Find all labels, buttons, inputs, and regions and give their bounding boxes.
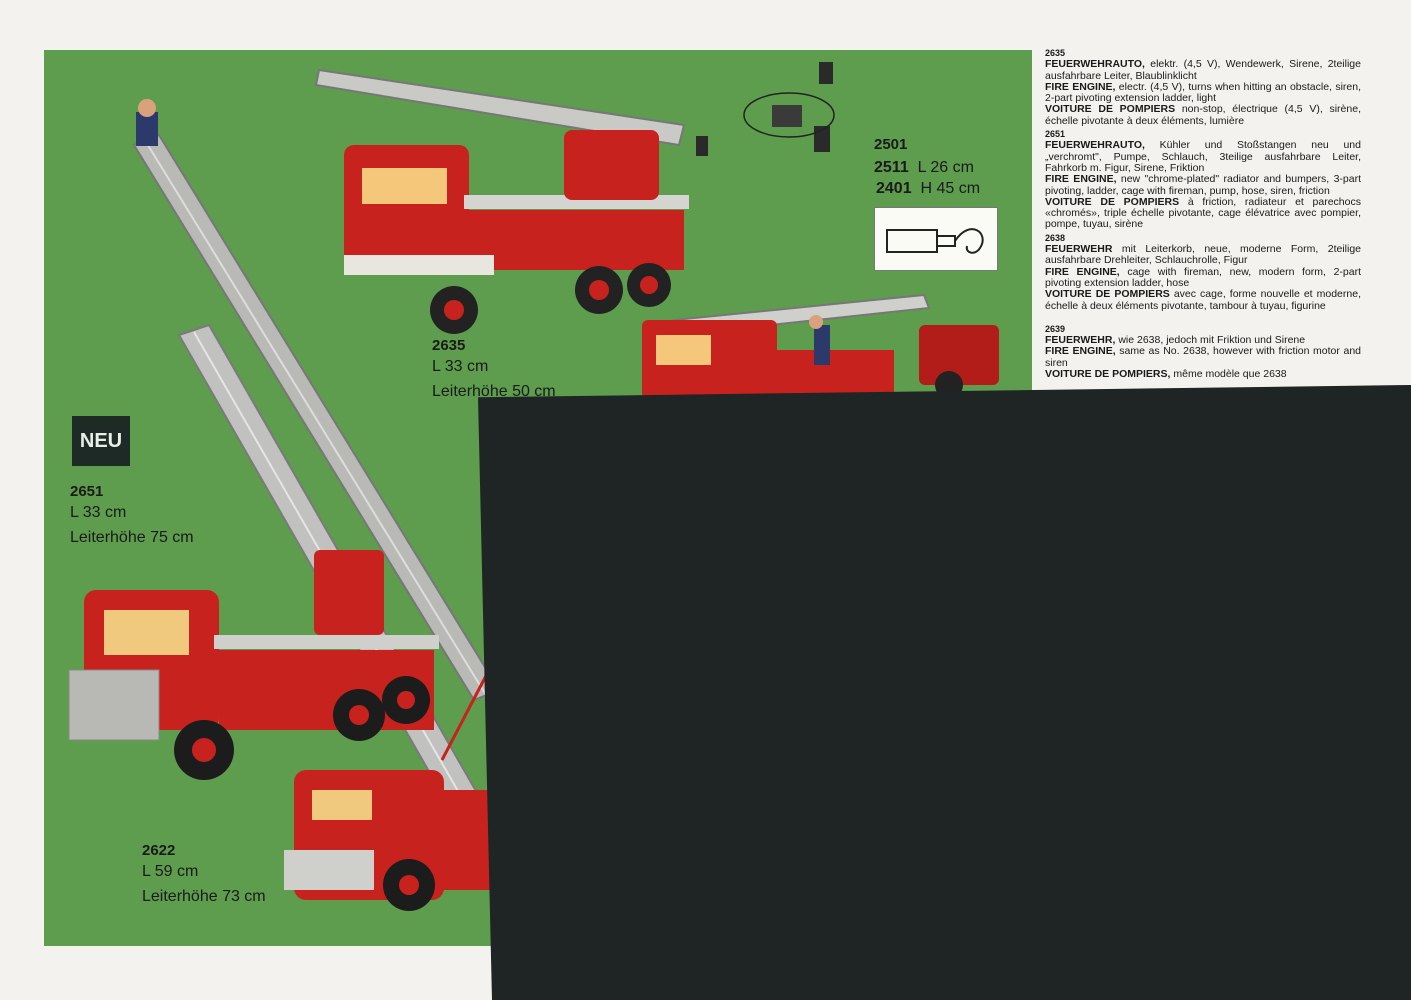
product-number: 2401 — [876, 180, 912, 197]
truck-2651-image — [68, 550, 439, 780]
remote-control-image — [696, 62, 835, 156]
product-number: 2635 — [432, 337, 466, 354]
desc-text-en: same as No. 2638, however with friction … — [1045, 345, 1362, 369]
desc-block-2638: 2638 FEUERWEHR mit Leiterkorb, neue, mod… — [1045, 233, 1361, 312]
desc-text-de: elektr. (4,5 V), Wendewerk, Sirene, 2tei… — [1045, 58, 1361, 82]
desc-title-en: FIRE ENGINE, — [1045, 173, 1117, 186]
product-ladder-height: Leiterhöhe 50 cm — [432, 383, 556, 400]
label-2511: 2511 L 26 cm — [874, 159, 974, 177]
desc-title-fr: VOITURE DE POMPIERS — [1045, 103, 1176, 116]
new-badge: NEU — [72, 416, 130, 466]
desc-text-en: new "chrome-plated" radiator and bumpers… — [1045, 173, 1361, 197]
label-2622: 2622 L 59 cm Leiterhöhe 73 cm — [142, 842, 266, 909]
product-length: L 26 cm — [917, 159, 974, 176]
dark-cover-sheet — [478, 385, 1411, 1000]
product-height: H 45 cm — [920, 180, 981, 197]
desc-code: 2651 — [1045, 129, 1066, 140]
desc-block-2639: 2639 FEUERWEHR, wie 2638, jedoch mit Fri… — [1045, 324, 1361, 380]
product-number: 2511 — [874, 159, 909, 176]
desc-text-de: wie 2638, jedoch mit Friktion und Sirene — [1115, 334, 1306, 347]
label-2651: 2651 L 33 cm Leiterhöhe 75 cm — [70, 483, 194, 550]
product-length: L 33 cm — [432, 358, 489, 375]
description-column: 2635 FEUERWEHRAUTO, elektr. (4,5 V), Wen… — [1045, 48, 1361, 382]
desc-text-en: cage with fireman, new, modern form, 2-p… — [1045, 265, 1361, 289]
product-length: L 59 cm — [142, 863, 199, 880]
desc-title-de: FEUERWEHR — [1045, 243, 1113, 256]
desc-title-de: FEUERWEHRAUTO, — [1045, 139, 1145, 152]
fire-truck-illustrations — [68, 62, 999, 911]
label-2401: 2401 H 45 cm — [876, 180, 980, 198]
product-number: 2622 — [142, 842, 176, 859]
desc-code: 2638 — [1045, 232, 1066, 243]
truck-2622-image — [284, 669, 499, 911]
truck-2638-image — [642, 293, 999, 400]
desc-block-2635: 2635 FEUERWEHRAUTO, elektr. (4,5 V), Wen… — [1045, 48, 1361, 127]
desc-title-en: FIRE ENGINE, — [1045, 345, 1116, 358]
battery-pack-icon — [874, 207, 998, 271]
desc-title-fr: VOITURE DE POMPIERS — [1045, 195, 1180, 208]
desc-title-de: FEUERWEHR, — [1045, 334, 1116, 347]
product-number: 2651 — [70, 483, 104, 500]
label-2501: 2501 — [874, 136, 907, 153]
desc-text-fr: avec cage, forme nouvelle et moderne, éc… — [1045, 288, 1361, 312]
desc-block-2651: 2651 FEUERWEHRAUTO, Kühler und Stoßstang… — [1045, 129, 1361, 231]
desc-text-de: mit Leiterkorb, neue, moderne Form, 2tei… — [1045, 243, 1361, 267]
product-ladder-height: Leiterhöhe 73 cm — [142, 888, 266, 905]
desc-title-fr: VOITURE DE POMPIERS — [1045, 288, 1170, 301]
product-length: L 33 cm — [70, 504, 127, 521]
desc-title-en: FIRE ENGINE, — [1045, 265, 1120, 278]
desc-text-de: Kühler und Stoßstangen neu und „verchrom… — [1045, 139, 1361, 174]
label-2635: 2635 L 33 cm Leiterhöhe 50 cm — [432, 337, 556, 404]
desc-text-fr: non-stop, électrique (4,5 V), sirène, éc… — [1045, 103, 1361, 127]
product-number: 2501 — [874, 136, 908, 153]
desc-title-de: FEUERWEHRAUTO, — [1045, 58, 1145, 71]
desc-title-fr: VOITURE DE POMPIERS, — [1045, 368, 1171, 381]
desc-code: 2635 — [1045, 48, 1066, 58]
desc-code: 2639 — [1045, 323, 1066, 334]
desc-title-en: FIRE ENGINE, — [1045, 80, 1116, 93]
desc-text-fr: même modèle que 2638 — [1170, 368, 1287, 381]
truck-2635-image — [314, 68, 689, 334]
desc-text-en: electr. (4,5 V), turns when hitting an o… — [1045, 80, 1361, 105]
desc-text-fr: à friction, radiateur et parechocs «chro… — [1045, 195, 1361, 231]
product-ladder-height: Leiterhöhe 75 cm — [70, 529, 194, 546]
